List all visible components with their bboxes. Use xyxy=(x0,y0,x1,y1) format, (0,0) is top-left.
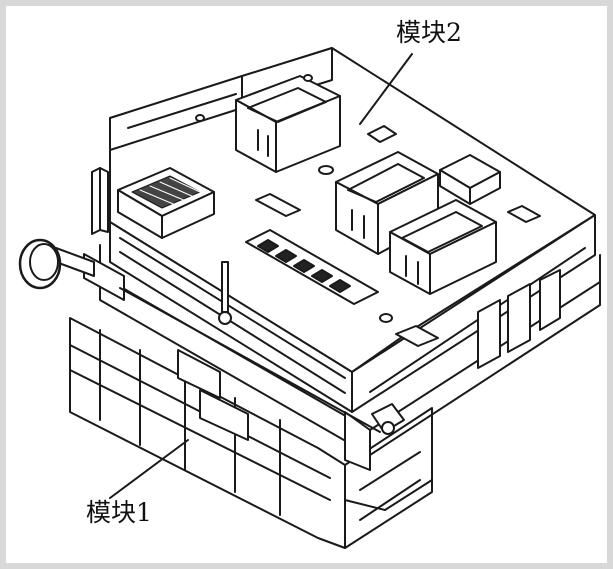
mesh-vent-grille xyxy=(117,167,215,239)
deck-details xyxy=(195,74,541,347)
connector-block-small xyxy=(439,154,501,205)
leader-line-module-1 xyxy=(109,439,189,499)
connector-plug-rear xyxy=(235,75,341,173)
round-knob xyxy=(18,238,62,290)
label-module-2: 模块2 xyxy=(396,18,462,47)
left-latch xyxy=(55,167,125,301)
leader-line-module-2 xyxy=(359,53,413,125)
module-1-housing xyxy=(69,317,433,549)
strap-rod xyxy=(119,261,381,433)
fuse-row xyxy=(245,229,379,305)
label-module-1: 模块1 xyxy=(86,498,152,527)
corner-clip xyxy=(371,403,405,435)
side-latches xyxy=(477,269,561,369)
connector-plug-front-right xyxy=(389,199,497,295)
